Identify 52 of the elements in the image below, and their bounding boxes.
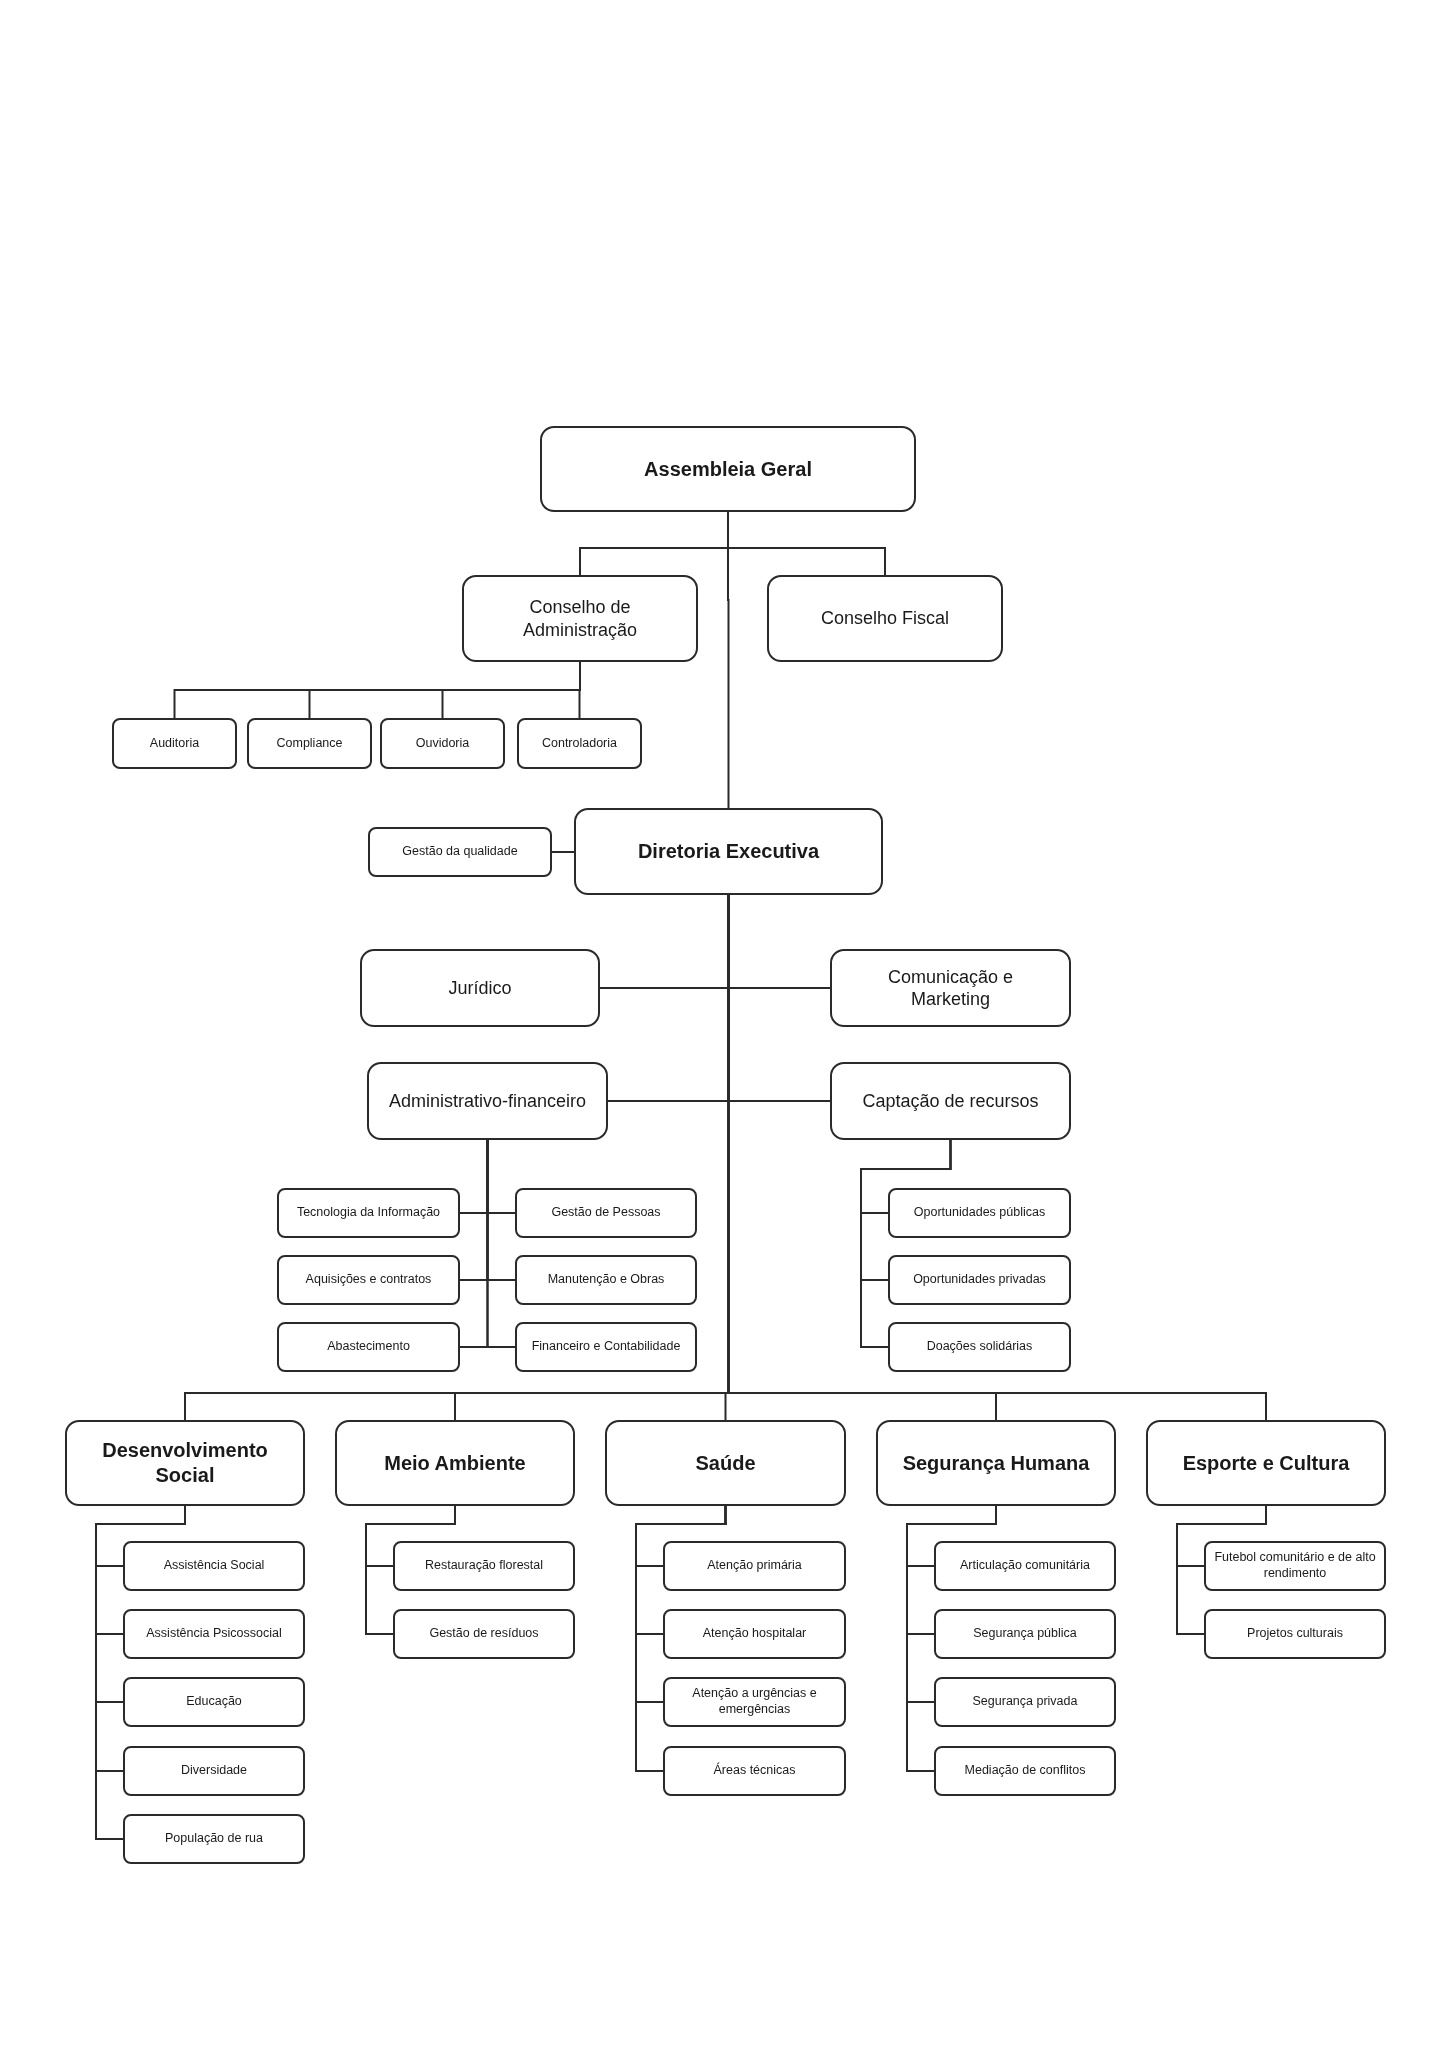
org-unit-box: Compliance bbox=[247, 718, 372, 769]
connector-line bbox=[727, 511, 730, 809]
org-unit-box: Áreas técnicas bbox=[663, 1746, 846, 1796]
org-unit-box: Oportunidades públicas bbox=[888, 1188, 1071, 1238]
org-unit-box: Abastecimento bbox=[277, 1322, 460, 1372]
org-unit-box: Captação de recursos bbox=[830, 1062, 1071, 1140]
org-unit-box: Saúde bbox=[605, 1420, 846, 1506]
org-unit-box: Segurança privada bbox=[934, 1677, 1116, 1727]
org-unit-box: Articulação comunitária bbox=[934, 1541, 1116, 1591]
org-unit-box: Administrativo-financeiro bbox=[367, 1062, 608, 1140]
connector-line bbox=[860, 1139, 952, 1348]
org-unit-box: Meio Ambiente bbox=[335, 1420, 575, 1506]
org-unit-box: Auditoria bbox=[112, 718, 237, 769]
org-unit-box: Aquisições e contratos bbox=[277, 1255, 460, 1305]
org-unit-box: Restauração florestal bbox=[393, 1541, 575, 1591]
org-unit-box: Comunicação e Marketing bbox=[830, 949, 1071, 1027]
org-unit-box: População de rua bbox=[123, 1814, 305, 1864]
org-unit-box: Mediação de conflitos bbox=[934, 1746, 1116, 1796]
org-unit-box: Jurídico bbox=[360, 949, 600, 1027]
connector-line bbox=[365, 1505, 456, 1635]
org-unit-box: Diretoria Executiva bbox=[574, 808, 883, 895]
org-unit-box: Atenção hospitalar bbox=[663, 1609, 846, 1659]
org-unit-box: Atenção a urgências e emergências bbox=[663, 1677, 846, 1727]
org-unit-box: Segurança Humana bbox=[876, 1420, 1116, 1506]
org-unit-box: Atenção primária bbox=[663, 1541, 846, 1591]
org-unit-box: Ouvidoria bbox=[380, 718, 505, 769]
org-unit-box: Conselho Fiscal bbox=[767, 575, 1003, 662]
org-unit-box: Tecnologia da Informação bbox=[277, 1188, 460, 1238]
org-unit-box: Futebol comunitário e de alto rendimento bbox=[1204, 1541, 1386, 1591]
org-unit-box: Financeiro e Contabilidade bbox=[515, 1322, 697, 1372]
org-unit-box: Gestão de resíduos bbox=[393, 1609, 575, 1659]
connector-line bbox=[486, 1139, 516, 1348]
connector-line bbox=[578, 661, 581, 719]
org-unit-box: Assembleia Geral bbox=[540, 426, 916, 512]
org-unit-box: Gestão de Pessoas bbox=[515, 1188, 697, 1238]
org-unit-box: Assistência Psicossocial bbox=[123, 1609, 305, 1659]
org-unit-box: Segurança pública bbox=[934, 1609, 1116, 1659]
org-unit-box: Controladoria bbox=[517, 718, 642, 769]
org-unit-box: Oportunidades privadas bbox=[888, 1255, 1071, 1305]
org-unit-box: Educação bbox=[123, 1677, 305, 1727]
org-unit-box: Gestão da qualidade bbox=[368, 827, 552, 877]
org-unit-box: Assistência Social bbox=[123, 1541, 305, 1591]
connector-line bbox=[551, 851, 575, 853]
connector-line bbox=[1176, 1505, 1267, 1635]
org-unit-box: Esporte e Cultura bbox=[1146, 1420, 1386, 1506]
org-unit-box: Desenvolvimento Social bbox=[65, 1420, 305, 1506]
org-unit-box: Projetos culturais bbox=[1204, 1609, 1386, 1659]
org-unit-box: Doações solidárias bbox=[888, 1322, 1071, 1372]
connector-line bbox=[635, 1505, 727, 1772]
org-unit-box: Manutenção e Obras bbox=[515, 1255, 697, 1305]
org-unit-box: Conselho de Administração bbox=[462, 575, 698, 662]
org-unit-box: Diversidade bbox=[123, 1746, 305, 1796]
